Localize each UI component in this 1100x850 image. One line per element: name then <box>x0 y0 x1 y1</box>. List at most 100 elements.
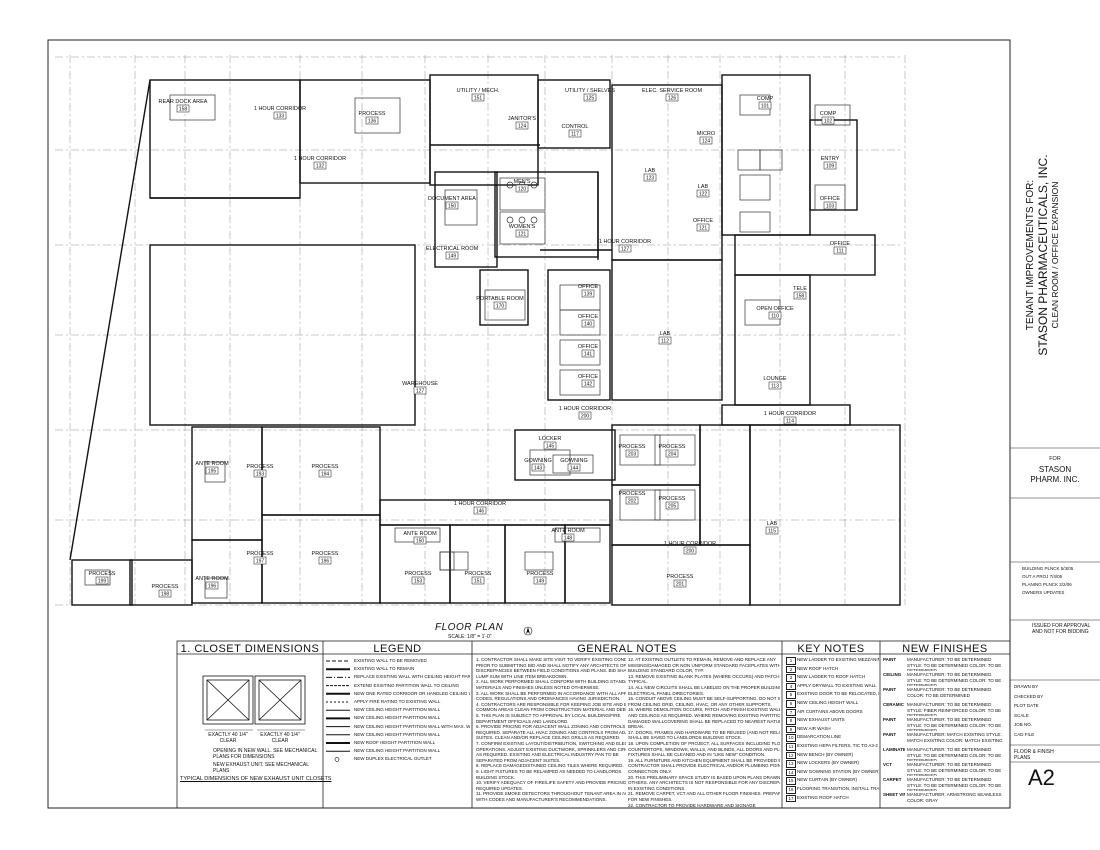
room-number: 143 <box>534 466 543 472</box>
key-note-number: 11 <box>786 743 796 751</box>
client-line1: STASON <box>1038 465 1072 474</box>
room-number: 196 <box>321 559 330 565</box>
room-name: OFFICE <box>820 196 840 202</box>
general-note-line: FROM CEILING GRID, CEILING, HVAC, OR ANY… <box>628 701 772 707</box>
room-number-box <box>665 93 679 102</box>
general-note-line: 2. ALL WORK PERFORMED SHALL CONFORM WITH… <box>476 679 626 685</box>
room-number-box <box>783 416 797 425</box>
room-number-box <box>445 201 459 210</box>
key-note-number: 1 <box>786 657 796 665</box>
room-number-box <box>821 116 835 125</box>
room-name: OFFICE <box>578 344 598 350</box>
room-number-box <box>699 136 713 145</box>
room-number: 124 <box>702 139 711 145</box>
general-note-line: 13. REMOVE EXISTING BLANK PLATES (WHERE … <box>628 673 780 679</box>
finish-tag: CEILING <box>883 672 902 677</box>
general-note-line: 9. LIGHT FIXTURES TO BE RELAMPED AS NEED… <box>476 769 622 774</box>
room-name: LAB <box>645 168 656 174</box>
legend-item: APPLY FIRE RATING TO EXISTING WALL <box>354 699 441 704</box>
room-number-box <box>567 463 581 472</box>
general-note-line: 16. WHERE DEMOLITION OCCURS, PATCH AND F… <box>628 707 780 713</box>
partition-outline <box>204 461 226 483</box>
room-number: 151 <box>474 96 483 102</box>
wall-outline <box>734 234 876 276</box>
closet-dimensions-title: 1. CLOSET DIMENSIONS <box>180 643 320 655</box>
room-name: ANTE ROOM <box>195 576 229 582</box>
key-note-number: 12 <box>786 751 796 760</box>
plumbing-fixture <box>506 181 514 189</box>
partition-outline <box>739 174 771 201</box>
legend-item: REPLACE EXISTING WALL WITH CEILING HEIGH… <box>354 674 470 680</box>
finish-spec: MANUFACTURER: TO BE DETERMINED STYLE: TO… <box>907 717 1002 731</box>
room-number-box <box>515 184 529 193</box>
room-number: 139 <box>584 292 593 298</box>
general-note-line: 5. THIS PLAN IS SUBJECT TO APPROVAL BY L… <box>476 713 621 718</box>
room-number-box <box>445 251 459 260</box>
wall-outline <box>547 269 611 401</box>
room-number-box <box>578 411 592 420</box>
room-number: 198 <box>161 592 170 598</box>
partition-outline <box>499 177 546 211</box>
room-number-box <box>823 161 837 170</box>
key-note-text: NEW ROOF HATCH <box>797 665 839 671</box>
general-note-line: 14. ALL NEW CIRCUITS SHALL BE LABELED ON… <box>628 685 780 690</box>
general-note-line: FIXTURES SHALL BE CLEANED AND IN "LIKE N… <box>628 752 766 758</box>
finish-spec: MANUFACTURER: ARMSTRONG SEAMLESS COLOR: … <box>907 792 1002 803</box>
room-name: ENTRY <box>821 156 840 162</box>
room-number-box <box>493 301 507 310</box>
general-note-line: LUMP SUM WITH LINE ITEM BREAKDOWN. <box>476 673 568 679</box>
room-number-box <box>768 381 782 390</box>
room-name: MICRO <box>697 131 716 137</box>
closet-dim-a: EXACTLY 40 1/4" CLEAR <box>208 732 248 744</box>
key-note-text: NEW LOCKERS (BY OWNER) <box>797 760 859 766</box>
general-note-line: 17. DOORS, FRAMES AND HARDWARE TO BE REU… <box>628 729 780 735</box>
room-name: PROCESS <box>667 574 694 580</box>
room-number-box <box>531 463 545 472</box>
general-note-line: REQUIRED. SEPARATE ALL HVAC ZONING AND C… <box>476 729 626 735</box>
drawing-info-label: CAD FILE <box>1014 731 1035 737</box>
general-note-line: REQUIRED UPDATES. <box>476 785 524 791</box>
wall-outline <box>479 269 529 326</box>
project-title-line3: CLEAN ROOM / OFFICE EXPANSION <box>1050 181 1060 329</box>
key-note-number: 6 <box>786 700 796 708</box>
key-note-text: NEW LADDER TO EXISTING MEZZANINE <box>797 657 879 662</box>
key-note-number: 16 <box>786 786 796 794</box>
room-name: ANTE ROOM <box>403 531 437 537</box>
room-number-box <box>318 556 332 565</box>
legend-item: EXISTING WALL TO REMAIN <box>354 666 415 672</box>
partition-outline <box>654 489 696 521</box>
partition-outline <box>354 97 401 134</box>
general-note-line: 8. REPLACE DAMAGED/STAINED CEILING TILES… <box>476 763 624 769</box>
room-number: 158 <box>179 107 188 113</box>
client-line2: PHARM. INC. <box>1030 475 1080 484</box>
room-name: PROCESS <box>247 464 274 470</box>
general-note-line: 19. ALL FURNITURE AND KITCHEN EQUIPMENT … <box>628 757 780 763</box>
general-note-line: 4. CONTRACTORS ARE RESPONSIBLE FOR KEEPI… <box>476 701 626 707</box>
general-note-line: ELECTRICAL PANEL DIRECTORIES. <box>628 690 705 696</box>
room-number: 126 <box>668 96 677 102</box>
room-number-box <box>543 441 557 450</box>
partition-outline <box>814 184 846 211</box>
column-grid-lines <box>55 55 906 606</box>
room-number: 101 <box>761 104 770 110</box>
plumbing-fixture <box>506 216 514 224</box>
plumbing-fixture <box>518 216 526 224</box>
wall-outline <box>699 424 751 546</box>
wall-outline <box>191 426 263 541</box>
key-note-number: 10 <box>786 734 796 742</box>
general-note-line: AND CEILINGS AS REQUIRED. WHERE REMOVING… <box>628 713 780 718</box>
room-name: LAB <box>698 184 709 190</box>
wall-outline <box>129 559 193 606</box>
